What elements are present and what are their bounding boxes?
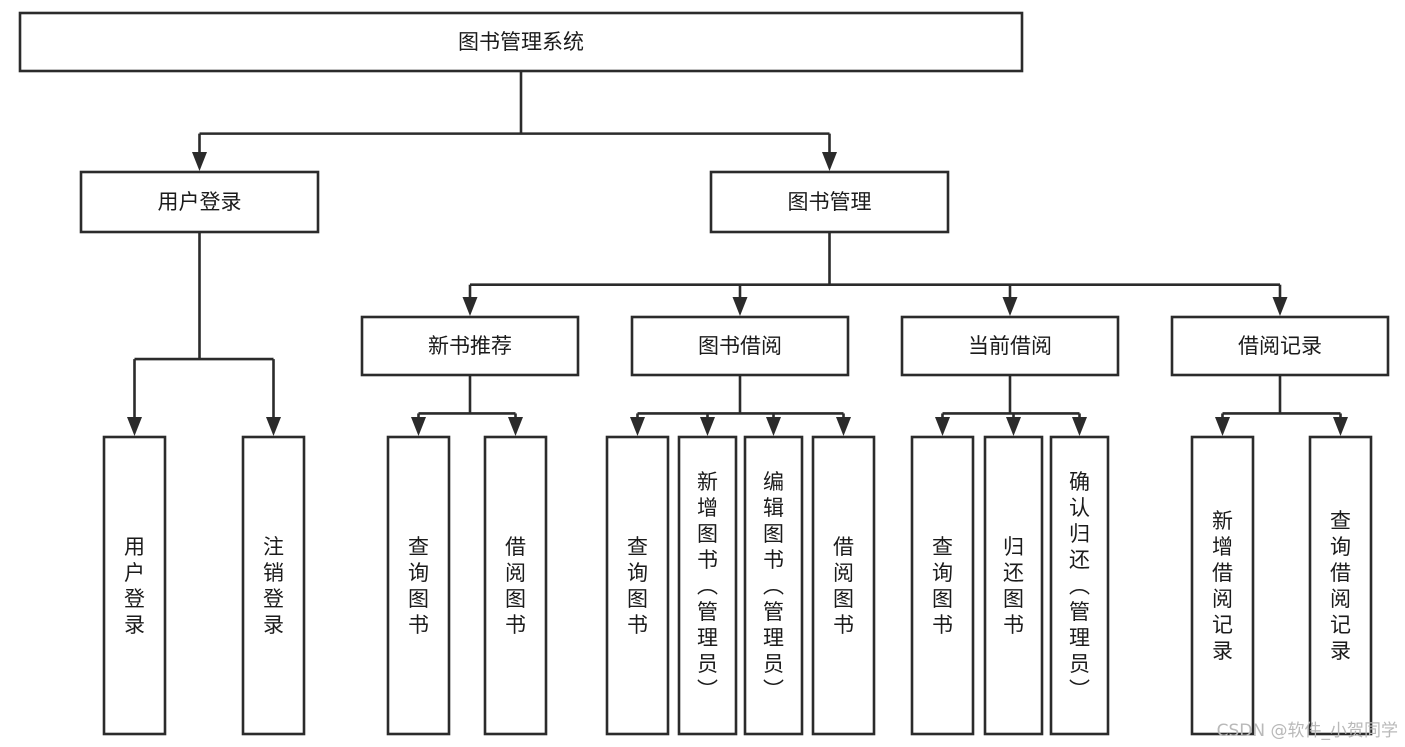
arrow-head-icon — [700, 417, 715, 436]
node-leaf-add-borrow-record[interactable]: 新增借阅记录 — [1190, 435, 1255, 736]
arrow-head-icon — [192, 152, 207, 171]
node-root[interactable]: 图书管理系统 — [18, 11, 1024, 73]
node-box-leaf-query-borrow-record — [1308, 435, 1373, 736]
connector-group-root — [192, 71, 837, 171]
arrow-head-icon — [266, 417, 281, 436]
node-label-book-borrow: 图书借阅 — [698, 334, 782, 358]
node-label-leaf-query-book-rec: 查询图书 — [408, 535, 429, 637]
node-box-leaf-return-book — [983, 435, 1044, 736]
node-box-leaf-confirm-return-admin — [1049, 435, 1110, 736]
node-leaf-user-login[interactable]: 用户登录 — [102, 435, 167, 736]
arrow-head-icon — [836, 417, 851, 436]
node-label-leaf-return-book: 归还图书 — [1003, 535, 1024, 637]
node-box-book-borrow — [630, 315, 850, 377]
node-label-leaf-query-book-current: 查询图书 — [932, 535, 953, 637]
arrow-head-icon — [508, 417, 523, 436]
node-box-leaf-borrow-book-rec — [483, 435, 548, 736]
node-leaf-borrow-book-rec[interactable]: 借阅图书 — [483, 435, 548, 736]
node-box-book-manage — [709, 170, 950, 234]
node-book-borrow[interactable]: 图书借阅 — [630, 315, 850, 377]
node-label-leaf-query-book-borrow: 查询图书 — [627, 535, 648, 637]
node-box-root — [18, 11, 1024, 73]
arrow-head-icon — [1002, 297, 1018, 316]
csdn-watermark: CSDN @软件_小贺同学 — [1217, 721, 1398, 741]
node-box-leaf-user-logout — [241, 435, 306, 736]
arrow-head-icon — [462, 297, 478, 316]
node-label-current-borrow: 当前借阅 — [968, 334, 1052, 358]
node-box-leaf-add-borrow-record — [1190, 435, 1255, 736]
arrow-head-icon — [1072, 417, 1087, 436]
arrow-head-icon — [630, 417, 645, 436]
node-current-borrow[interactable]: 当前借阅 — [900, 315, 1120, 377]
node-label-leaf-edit-book-admin: 编辑图书︵管理员︶ — [763, 470, 784, 702]
arrow-head-icon — [766, 417, 781, 436]
arrow-head-icon — [1272, 297, 1288, 316]
node-leaf-user-logout[interactable]: 注销登录 — [241, 435, 306, 736]
connector-group-new-book-rec — [411, 375, 523, 436]
node-label-root: 图书管理系统 — [458, 30, 584, 54]
arrow-head-icon — [1215, 417, 1230, 436]
node-leaf-query-book-borrow[interactable]: 查询图书 — [605, 435, 670, 736]
node-label-leaf-add-borrow-record: 新增借阅记录 — [1212, 509, 1233, 663]
node-leaf-confirm-return-admin[interactable]: 确认归还︵管理员︶ — [1049, 435, 1110, 736]
node-label-leaf-confirm-return-admin: 确认归还︵管理员︶ — [1069, 470, 1090, 702]
node-label-book-manage: 图书管理 — [788, 190, 872, 214]
node-label-user-login: 用户登录 — [158, 190, 242, 214]
arrow-head-icon — [1006, 417, 1021, 436]
node-label-leaf-add-book-admin: 新增图书︵管理员︶ — [697, 470, 718, 702]
node-label-leaf-user-login: 用户登录 — [124, 535, 145, 637]
node-leaf-add-book-admin[interactable]: 新增图书︵管理员︶ — [677, 435, 738, 736]
node-layer: 图书管理系统用户登录图书管理新书推荐图书借阅当前借阅借阅记录用户登录注销登录查询… — [18, 11, 1390, 736]
node-label-leaf-user-logout: 注销登录 — [263, 535, 284, 637]
arrow-head-icon — [127, 417, 142, 436]
node-box-new-book-rec — [360, 315, 580, 377]
connection-layer — [127, 71, 1348, 436]
node-leaf-return-book[interactable]: 归还图书 — [983, 435, 1044, 736]
arrow-head-icon — [935, 417, 950, 436]
arrow-head-icon — [1333, 417, 1348, 436]
connector-group-book-manage — [462, 232, 1288, 316]
node-label-leaf-query-borrow-record: 查询借阅记录 — [1330, 509, 1351, 663]
node-box-leaf-borrow-book — [811, 435, 876, 736]
node-leaf-borrow-book[interactable]: 借阅图书 — [811, 435, 876, 736]
connector-group-borrow-record — [1215, 375, 1348, 436]
node-leaf-query-borrow-record[interactable]: 查询借阅记录 — [1308, 435, 1373, 736]
node-leaf-edit-book-admin[interactable]: 编辑图书︵管理员︶ — [743, 435, 804, 736]
connector-group-user-login — [127, 232, 281, 436]
node-box-current-borrow — [900, 315, 1120, 377]
node-box-borrow-record — [1170, 315, 1390, 377]
node-label-borrow-record: 借阅记录 — [1238, 334, 1322, 358]
arrow-head-icon — [822, 152, 837, 171]
node-new-book-rec[interactable]: 新书推荐 — [360, 315, 580, 377]
node-borrow-record[interactable]: 借阅记录 — [1170, 315, 1390, 377]
node-book-manage[interactable]: 图书管理 — [709, 170, 950, 234]
node-box-leaf-query-book-current — [910, 435, 975, 736]
arrow-head-icon — [732, 297, 748, 316]
arrow-head-icon — [411, 417, 426, 436]
node-box-leaf-add-book-admin — [677, 435, 738, 736]
connector-group-book-borrow — [630, 375, 851, 436]
node-user-login[interactable]: 用户登录 — [79, 170, 320, 234]
node-box-leaf-user-login — [102, 435, 167, 736]
node-label-new-book-rec: 新书推荐 — [428, 334, 512, 358]
connector-group-current-borrow — [935, 375, 1087, 436]
node-box-user-login — [79, 170, 320, 234]
node-box-leaf-query-book-rec — [386, 435, 451, 736]
node-box-leaf-edit-book-admin — [743, 435, 804, 736]
node-leaf-query-book-current[interactable]: 查询图书 — [910, 435, 975, 736]
node-label-leaf-borrow-book: 借阅图书 — [833, 535, 854, 637]
node-label-leaf-borrow-book-rec: 借阅图书 — [505, 535, 526, 637]
node-box-leaf-query-book-borrow — [605, 435, 670, 736]
node-leaf-query-book-rec[interactable]: 查询图书 — [386, 435, 451, 736]
